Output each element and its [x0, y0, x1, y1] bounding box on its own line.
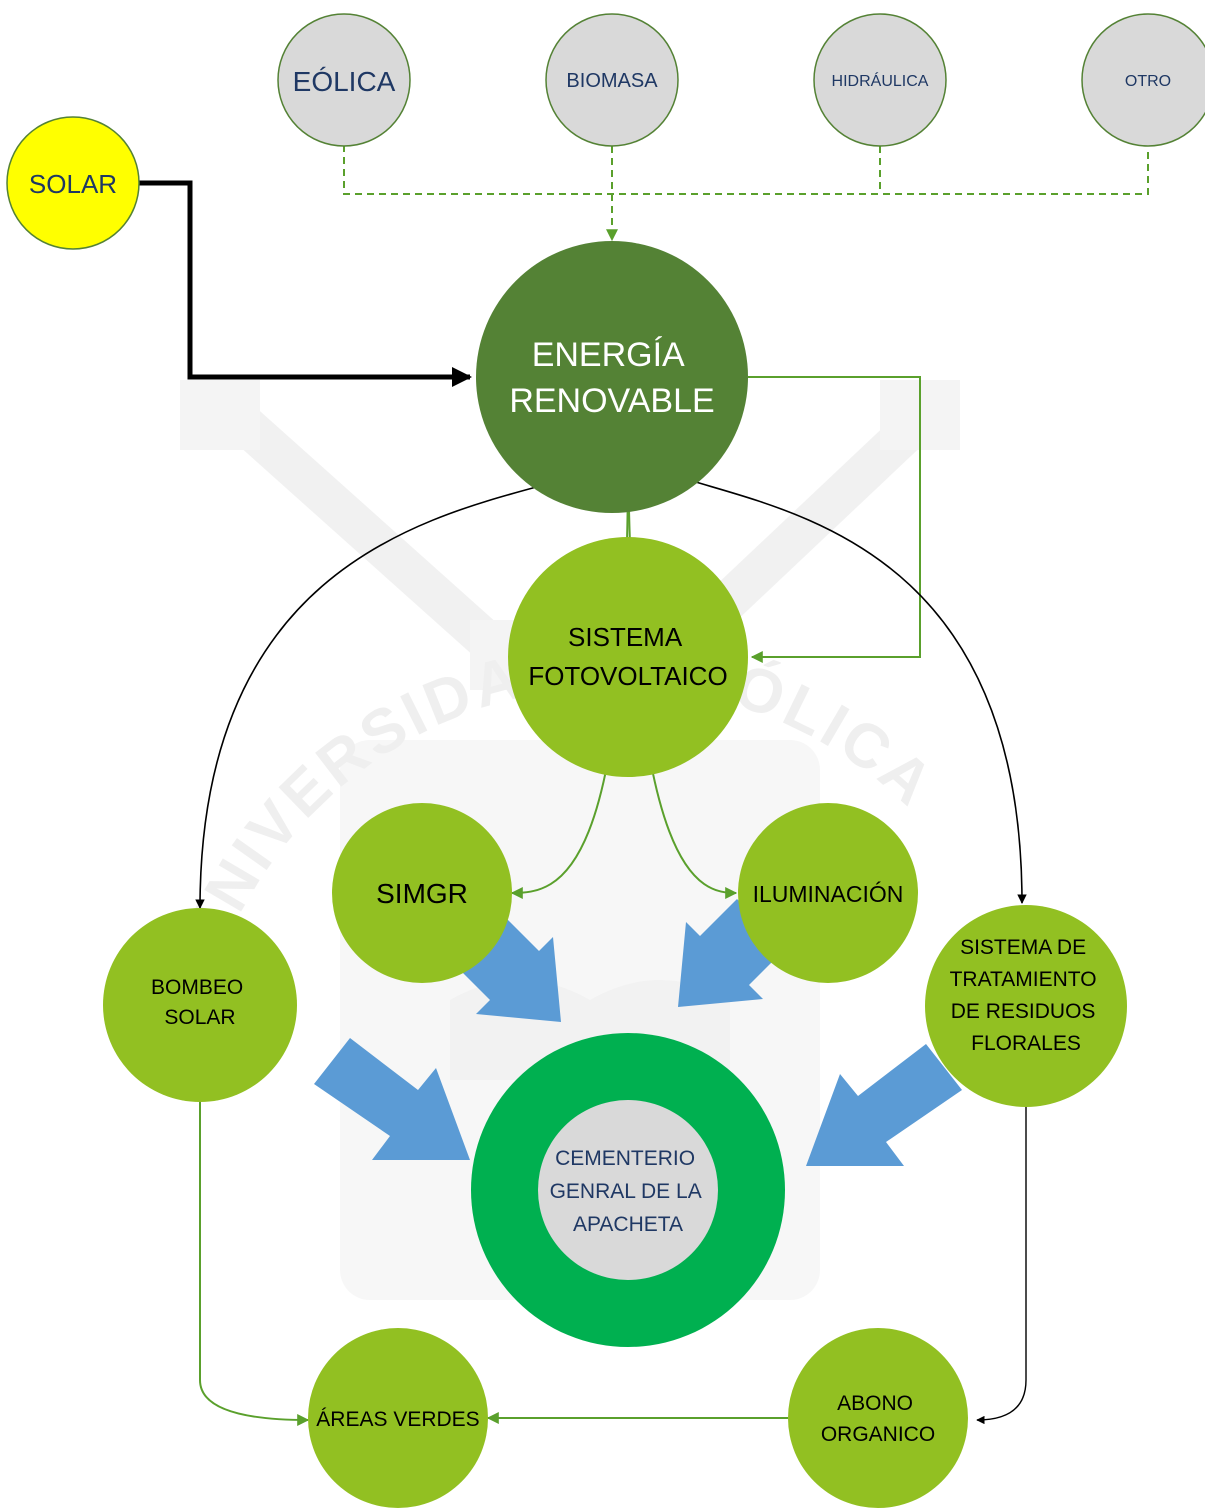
node-abono-organico[interactable]: ABONO ORGANICO — [788, 1328, 968, 1508]
blue-arrow-tratamiento — [806, 1044, 962, 1166]
node-cementerio-line-1: CEMENTERIO — [555, 1147, 695, 1170]
node-bombeo-solar[interactable]: BOMBEO SOLAR — [103, 908, 297, 1102]
node-sistema-tratamiento-line-3: DE RESIDUOS — [951, 1000, 1096, 1023]
node-cementerio-line-2: GENRAL DE LA — [550, 1180, 702, 1203]
node-energia-renovable-line-2: RENOVABLE — [509, 382, 714, 420]
node-simgr-label: SIMGR — [376, 878, 468, 909]
node-sistema-fotovoltaico-line-2: FOTOVOLTAICO — [528, 661, 727, 691]
renovable-to-fotovoltaico-connector — [748, 376, 921, 663]
node-iluminacion-label: ILUMINACIÓN — [753, 881, 904, 907]
node-otro-label: OTRO — [1125, 73, 1171, 90]
svg-text:SISTEMA DE TRATAMIENTO: SISTEMA DE TRATAMIENTO DE RESIDUOS FLORA… — [950, 936, 1103, 1055]
node-biomasa[interactable]: BIOMASA — [545, 13, 679, 147]
node-sistema-fotovoltaico[interactable]: SISTEMA FOTOVOLTAICO — [508, 537, 748, 777]
svg-text:ABONO ORGANICO: ABONO ORGANICO — [821, 1392, 935, 1446]
node-sistema-tratamiento[interactable]: SISTEMA DE TRATAMIENTO DE RESIDUOS FLORA… — [925, 905, 1127, 1107]
node-sistema-tratamiento-line-4: FLORALES — [971, 1032, 1081, 1055]
node-areas-verdes[interactable]: ÁREAS VERDES — [308, 1328, 488, 1508]
node-bombeo-solar-line-2: SOLAR — [164, 1006, 235, 1029]
node-cementerio-line-3: APACHETA — [573, 1213, 683, 1236]
node-energia-renovable-line-1: ENERGÍA — [532, 336, 685, 374]
node-areas-verdes-label: ÁREAS VERDES — [316, 1408, 479, 1431]
svg-text:CEMENTERIO GENRAL DE LA: CEMENTERIO GENRAL DE LA APACHETA — [550, 1147, 707, 1236]
node-simgr[interactable]: SIMGR — [332, 803, 512, 983]
svg-text:ENERGÍA RENOVABLE: ENERGÍA RENOVABLE — [509, 336, 714, 420]
node-hidraulica[interactable]: HIDRÁULICA — [813, 13, 947, 147]
node-eolica[interactable]: EÓLICA — [277, 13, 411, 147]
node-biomasa-label: BIOMASA — [566, 70, 658, 92]
node-cementerio[interactable]: CEMENTERIO GENRAL DE LA APACHETA — [471, 1033, 785, 1347]
node-abono-organico-line-1: ABONO — [837, 1392, 913, 1415]
svg-text:SISTEMA FOTOVOLTAICO: SISTEMA FOTOVOLTAICO — [528, 622, 727, 691]
node-abono-organico-line-2: ORGANICO — [821, 1423, 935, 1446]
blue-arrow-bombeo — [314, 1038, 470, 1160]
node-otro[interactable]: OTRO — [1081, 13, 1205, 147]
svg-text:BOMBEO SOLAR: BOMBEO SOLAR — [151, 976, 249, 1029]
node-eolica-label: EÓLICA — [293, 66, 396, 97]
watermark-emblem: UNIVERSIDAD CATÓLICA DE SANTA MARÍA — [0, 0, 961, 1080]
node-sistema-tratamiento-line-2: TRATAMIENTO — [950, 968, 1097, 991]
node-hidraulica-label: HIDRÁULICA — [832, 71, 929, 90]
node-energia-renovable[interactable]: ENERGÍA RENOVABLE — [476, 241, 748, 513]
node-iluminacion[interactable]: ILUMINACIÓN — [738, 803, 918, 983]
node-sistema-fotovoltaico-line-1: SISTEMA — [568, 622, 683, 652]
node-solar[interactable]: SOLAR — [6, 116, 140, 250]
node-bombeo-solar-line-1: BOMBEO — [151, 976, 243, 999]
solar-connector — [138, 180, 472, 387]
node-sistema-tratamiento-line-1: SISTEMA DE — [960, 936, 1086, 959]
tratamiento-to-abono-connector — [976, 1107, 1027, 1425]
source-dashed-connectors — [343, 145, 1149, 242]
node-solar-label: SOLAR — [29, 169, 117, 199]
bombeo-to-areas-connector — [199, 1102, 310, 1426]
